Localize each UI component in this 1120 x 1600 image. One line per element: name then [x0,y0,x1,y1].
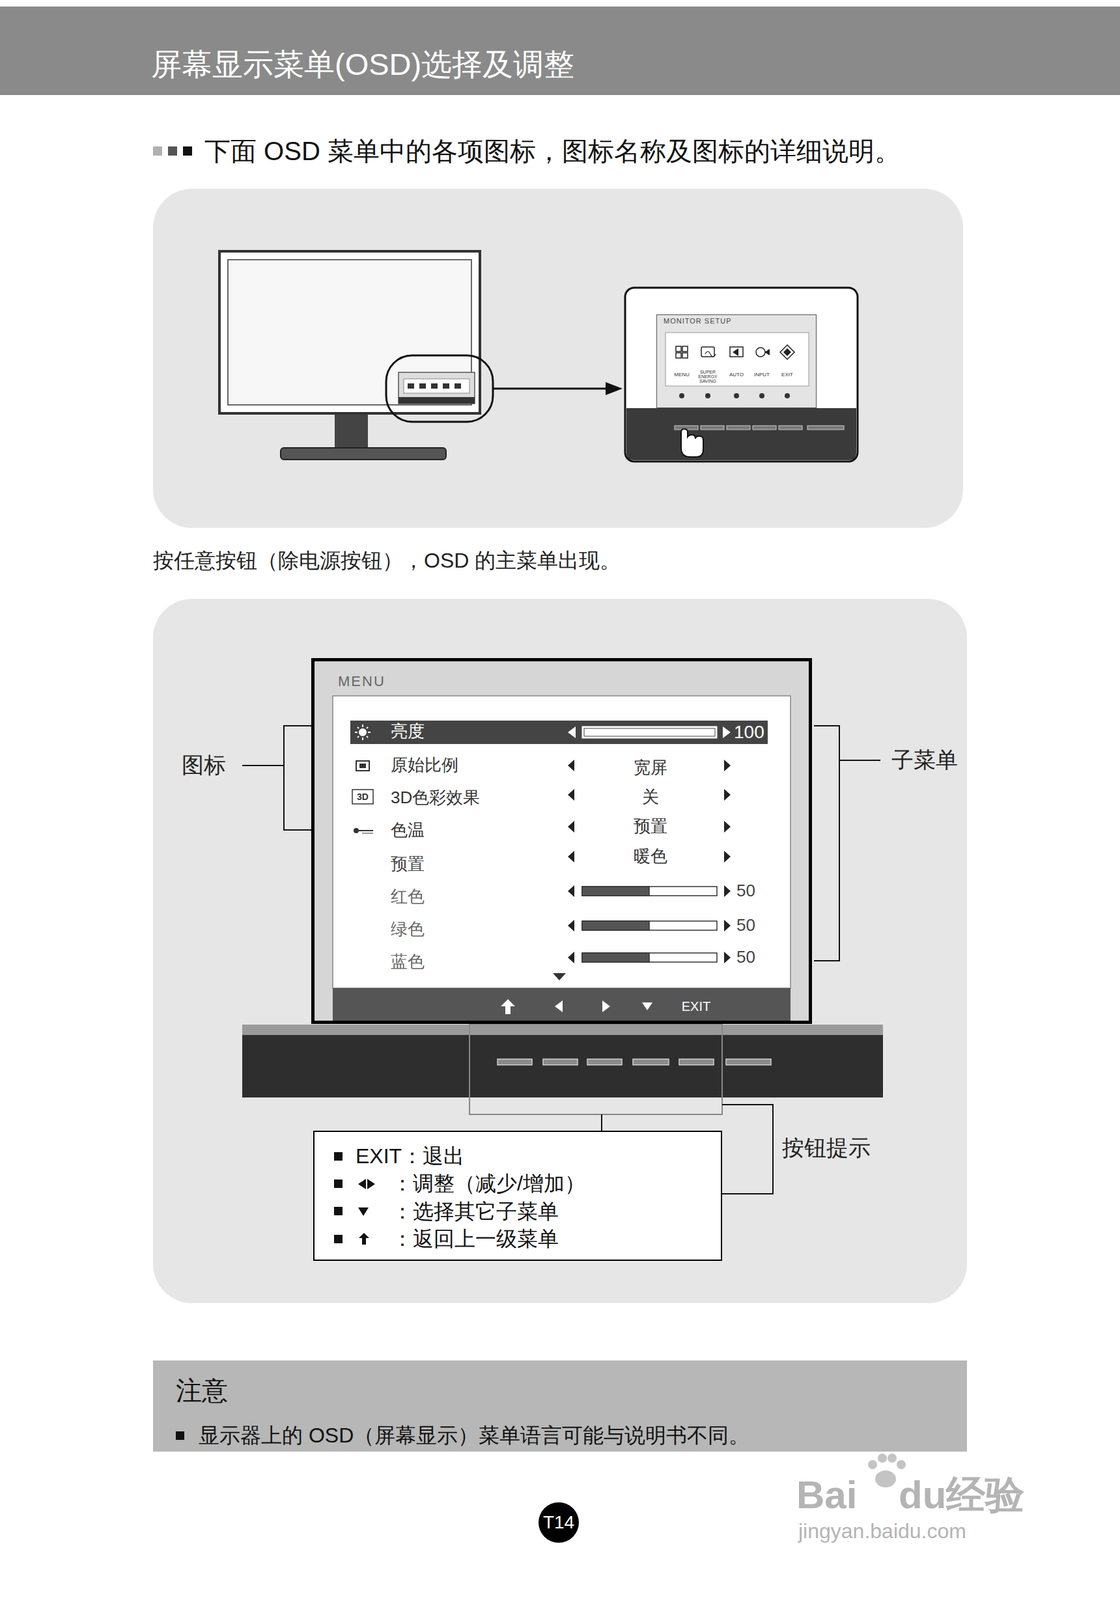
label: 图标 [181,752,226,779]
bullet-square [153,146,163,156]
osd-window: MONITOR SETUP [656,314,817,409]
label: SUPER ENERGY SAVING [696,369,719,384]
label: 预置 [390,854,425,875]
label: 按任意按钮（除电源按钮），OSD 的主菜单出现。 [153,548,621,574]
panel [153,188,964,529]
bullet-square [182,146,193,156]
label: 子菜单 [891,747,958,773]
node-text: 显示器上的 OSD（屏幕显示）菜单语言可能与说明书不同。 [198,1423,750,1449]
label: 红色 [390,887,425,908]
label: Bai [796,1472,857,1518]
label: 暖色 [633,847,668,867]
node-text: EXIT：退出 [355,1144,465,1169]
label: 3D [356,791,369,803]
key-symbol [355,1175,392,1194]
label: 色温 [390,821,425,841]
key-symbol [355,1230,392,1249]
label: 50 [736,916,756,936]
text-row: EXIT：退出 [334,1144,721,1169]
pointer-arrow [492,388,609,391]
menu-window: MENU [311,658,812,1025]
node-text: 注意 [175,1375,228,1407]
label: 绿色 [390,920,425,940]
text-row: T14 [543,1512,575,1535]
node-text: MONITOR SETUP [663,317,732,326]
bullet [334,1235,343,1244]
label: 下面 OSD 菜单中的各项图标，图标名称及图标的详细说明。 [204,136,901,167]
label: du经验 [898,1472,1025,1518]
hint-box: EXIT：退出：调整（减少/增加）：选择其它子菜单：返回上一级菜单 [313,1131,723,1262]
node-text: ：选择其它子菜单 [392,1199,559,1225]
node-text: MENU [337,673,386,691]
page-number: T14 [538,1502,579,1544]
label: 50 [736,948,756,968]
button-bar [242,1024,883,1098]
note-band: 注意显示器上的 OSD（屏幕显示）菜单语言可能与说明书不同。 [153,1360,967,1453]
bullet [334,1179,343,1189]
text-row: MENU [337,673,786,691]
label: 原始比例 [390,756,459,776]
label: 亮度 [390,722,425,742]
text-row: ：选择其它子菜单 [334,1199,721,1225]
label: 预置 [633,817,668,837]
node-text: ：调整（减少/增加） [392,1171,586,1197]
label: EXIT [781,371,794,378]
text-row: 显示器上的 OSD（屏幕显示）菜单语言可能与说明书不同。 [175,1423,945,1449]
osd-menu-figure [314,661,809,1022]
header-band [0,6,1120,96]
node-text: ：返回上一级菜单 [392,1226,559,1252]
bullet [334,1207,343,1216]
bullet-square [168,146,178,156]
arrow-head [605,382,623,396]
label: INPUT [754,371,770,378]
callout-bracket [242,726,881,962]
label: AUTO [729,371,744,378]
label: jingyan.baidu.com [798,1519,967,1544]
label: EXIT [681,999,711,1015]
label: 关 [642,787,659,808]
panel [153,599,967,1304]
zoom-view [625,287,858,462]
label: 3D色彩效果 [390,788,480,809]
label: MENU [673,371,690,378]
bullet [175,1431,185,1441]
label: 宽屏 [633,758,668,779]
text-row: ：返回上一级菜单 [334,1226,721,1252]
label: 50 [736,881,756,902]
text-row: MONITOR SETUP [663,317,810,326]
label: 100 [733,722,765,743]
hint-box-ground [313,1131,723,1262]
bullet [334,1152,343,1162]
label: 按钮提示 [782,1135,871,1162]
node-text: T14 [543,1512,575,1535]
label: 蓝色 [390,952,425,973]
monitor-figure [219,251,493,460]
page-title: 屏幕显示菜单(OSD)选择及调整 [151,46,575,83]
text-row: 注意 [175,1375,945,1407]
text-row: ：调整（减少/增加） [334,1171,721,1197]
key-symbol [355,1202,392,1221]
